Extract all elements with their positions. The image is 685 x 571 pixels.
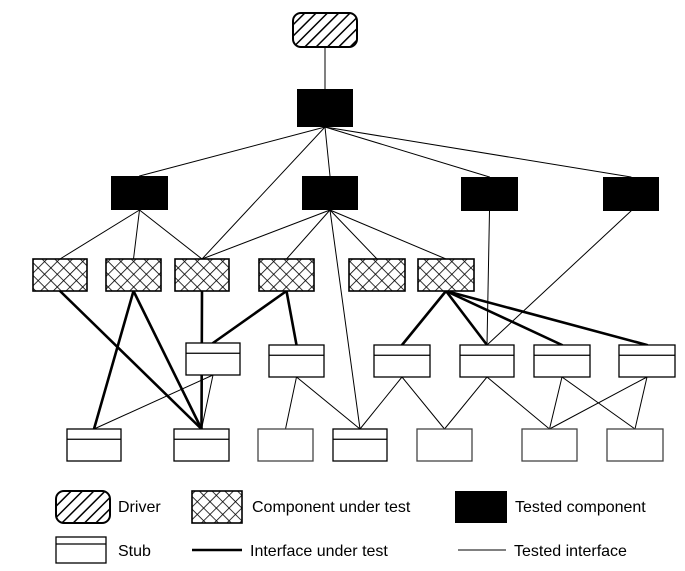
- component-under-test-node-c1: [32, 258, 88, 292]
- tested-interface-t4-s4: [486, 210, 632, 346]
- stub-node-s1: [185, 342, 241, 376]
- stub-node-s5: [533, 344, 591, 378]
- stub-node-b4: [332, 428, 388, 462]
- component-node-b5: [416, 428, 473, 462]
- nodes-layer: [32, 12, 676, 462]
- component-node-b6: [521, 428, 578, 462]
- legend-tested-component-label: Tested component: [515, 499, 646, 516]
- tested-interface-s1-b1: [93, 374, 214, 430]
- tested-interface-s2-b4: [296, 376, 361, 430]
- edges-layer: [58, 46, 649, 431]
- interface-under-test-c6-s6: [444, 289, 649, 347]
- tested-interface-t0-t1: [139, 126, 326, 177]
- tested-interface-t2-c6: [329, 209, 447, 260]
- tested-interface-s2-b3: [285, 376, 297, 430]
- tested-component-node-t1: [111, 176, 168, 210]
- legend-component-under-test-label: Component under test: [252, 499, 411, 516]
- tested-interface-s4-b5: [444, 376, 488, 430]
- interface-under-test-c6-s3: [400, 289, 448, 347]
- legend-driver-swatch: [55, 490, 111, 524]
- stub-node-s2: [268, 344, 325, 378]
- legend: Driver Component under test Tested compo…: [55, 490, 646, 564]
- stub-node-s3: [373, 344, 431, 378]
- component-under-test-node-c3: [174, 258, 230, 292]
- driver-node-d: [292, 12, 358, 48]
- tested-component-node-t3: [461, 177, 518, 211]
- tested-interface-s6-b7: [634, 376, 648, 430]
- test-hierarchy-diagram: [32, 12, 676, 462]
- tested-interface-t2-c4: [286, 209, 331, 260]
- legend-component-under-test-swatch: [191, 490, 243, 524]
- tested-interface-t1-c2: [133, 209, 140, 260]
- stub-node-s6: [618, 344, 676, 378]
- interface-under-test-c6-s4: [444, 289, 489, 347]
- interface-under-test-c2-b2: [132, 289, 203, 431]
- legend-stub-label: Stub: [118, 543, 151, 560]
- component-node-b3: [257, 428, 314, 462]
- tested-component-node-t4: [603, 177, 659, 211]
- tested-interface-t2-b4: [329, 209, 361, 430]
- legend-driver-label: Driver: [118, 499, 161, 516]
- component-under-test-node-c6: [417, 258, 475, 292]
- stub-node-b1: [66, 428, 122, 462]
- tested-interface-t0-t2: [324, 126, 331, 177]
- tested-interface-t1-c1: [59, 209, 140, 260]
- tested-interface-s1-b2: [201, 374, 214, 430]
- stub-node-b2: [173, 428, 230, 462]
- legend-interface-under-test-label: Interface under test: [250, 543, 388, 560]
- tested-interface-s3-b5: [401, 376, 445, 430]
- tested-component-node-t0: [297, 89, 353, 127]
- component-under-test-node-c4: [258, 258, 315, 292]
- component-under-test-node-c5: [348, 258, 406, 292]
- interface-under-test-c2-b1: [92, 289, 135, 431]
- interface-under-test-c4-s1: [211, 289, 288, 345]
- tested-interface-s4-b6: [486, 376, 550, 430]
- tested-interface-s3-b4: [359, 376, 403, 430]
- tested-component-node-t2: [302, 176, 358, 210]
- tested-interface-t1-c3: [139, 209, 203, 260]
- legend-tested-interface-label: Tested interface: [514, 543, 627, 560]
- component-node-b7: [606, 428, 664, 462]
- interface-under-test-c4-s2: [285, 289, 298, 347]
- tested-interface-t3-s4: [486, 210, 490, 346]
- stub-node-s4: [459, 344, 515, 378]
- legend-stub-swatch: [55, 536, 107, 564]
- tested-interface-s5-b6: [549, 376, 563, 430]
- tested-interface-s6-b6: [549, 376, 648, 430]
- tested-interface-t0-c3: [201, 126, 326, 260]
- tested-interface-t2-c3: [201, 209, 331, 260]
- interface-under-test-c1-b2: [58, 289, 203, 431]
- tested-interface-t0-t4: [324, 126, 632, 178]
- tested-interface-t0-t3: [324, 126, 490, 178]
- component-under-test-node-c2: [105, 258, 162, 292]
- legend-tested-component-swatch: [455, 491, 507, 523]
- tested-interface-t2-c5: [329, 209, 378, 260]
- interface-under-test-c6-s5: [444, 289, 564, 347]
